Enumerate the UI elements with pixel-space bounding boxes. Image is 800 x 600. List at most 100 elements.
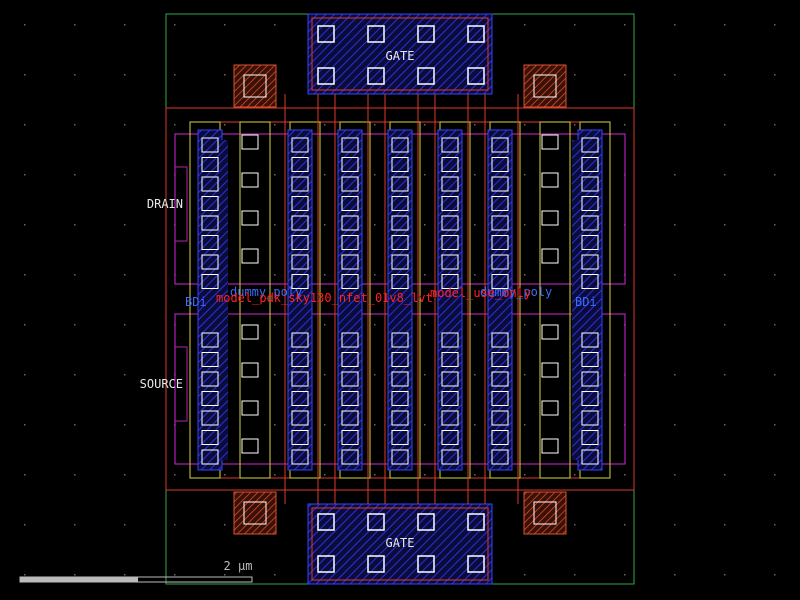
contact	[441, 332, 459, 348]
model-label: model_pdk_sky130_nfet_01v8_lvt	[216, 291, 433, 305]
contact	[291, 352, 309, 367]
contact	[291, 410, 309, 426]
contact	[291, 274, 309, 289]
contact	[581, 332, 599, 348]
contact	[441, 274, 459, 289]
contact	[201, 254, 219, 270]
contact	[201, 137, 219, 153]
contact	[491, 137, 509, 153]
contact	[391, 235, 409, 250]
contact	[201, 215, 219, 231]
contact	[541, 362, 559, 378]
contact	[441, 391, 459, 406]
contact	[541, 134, 559, 150]
contact	[491, 254, 509, 270]
contact	[581, 176, 599, 192]
gate-contact	[317, 555, 335, 573]
contact	[341, 176, 359, 192]
contact	[491, 196, 509, 211]
poly-finger-2	[239, 121, 271, 479]
contact	[291, 332, 309, 348]
gate-contact	[317, 513, 335, 531]
contact	[491, 332, 509, 348]
drain-label: DRAIN	[147, 197, 183, 211]
contact	[341, 430, 359, 445]
tap-pad-bottom-right	[523, 491, 567, 535]
source-pin-box	[174, 346, 188, 422]
contact	[201, 235, 219, 250]
contact	[341, 235, 359, 250]
gate-contact	[467, 25, 485, 43]
contact	[391, 410, 409, 426]
contact	[541, 324, 559, 340]
contact	[541, 210, 559, 226]
gate-pad-top	[307, 13, 493, 95]
tap-pad-top-right	[523, 64, 567, 108]
contact	[201, 176, 219, 192]
contact	[441, 352, 459, 367]
dummy-poly-label-right: dummy_poly	[480, 285, 552, 299]
contact	[441, 254, 459, 270]
contact	[241, 248, 259, 264]
contact	[201, 352, 219, 367]
tap-pad-top-left	[233, 64, 277, 108]
drain-pin-box	[174, 166, 188, 242]
gate-label-bottom: GATE	[386, 536, 415, 550]
gate-contact	[367, 513, 385, 531]
contact	[581, 391, 599, 406]
contact	[391, 332, 409, 348]
gate-pad-bottom	[307, 503, 493, 585]
contact	[581, 196, 599, 211]
contact	[341, 391, 359, 406]
contact	[581, 215, 599, 231]
contact	[491, 352, 509, 367]
contact	[581, 371, 599, 387]
contact	[441, 410, 459, 426]
contact	[491, 176, 509, 192]
contact	[391, 371, 409, 387]
contact	[491, 449, 509, 465]
contact	[341, 352, 359, 367]
gate-contact	[367, 25, 385, 43]
gate-contact	[417, 513, 435, 531]
contact	[201, 332, 219, 348]
contact	[341, 371, 359, 387]
contact	[391, 137, 409, 153]
finger-label-right: BDi	[575, 295, 597, 309]
contact	[241, 210, 259, 226]
contact	[241, 134, 259, 150]
contact	[201, 196, 219, 211]
contact	[491, 157, 509, 172]
model-use-label: model_use_only	[430, 286, 531, 300]
contact	[391, 196, 409, 211]
gate-contact	[317, 67, 335, 85]
contact	[491, 430, 509, 445]
contact	[241, 362, 259, 378]
gate-contacts	[317, 25, 485, 573]
contact	[341, 254, 359, 270]
contact	[391, 352, 409, 367]
contact	[201, 430, 219, 445]
gate-label-top: GATE	[386, 49, 415, 63]
contact	[291, 254, 309, 270]
contact	[541, 400, 559, 416]
contact	[201, 157, 219, 172]
contact	[201, 274, 219, 289]
contact	[581, 137, 599, 153]
contact	[581, 352, 599, 367]
source-label: SOURCE	[140, 377, 183, 391]
contact	[341, 274, 359, 289]
contact	[291, 391, 309, 406]
contact	[441, 137, 459, 153]
contact	[291, 430, 309, 445]
contact	[581, 254, 599, 270]
contact	[391, 215, 409, 231]
contact	[491, 274, 509, 289]
contact	[341, 449, 359, 465]
contact	[201, 391, 219, 406]
finger-label-left: BDi	[185, 295, 207, 309]
contact	[291, 235, 309, 250]
contact	[291, 371, 309, 387]
contact	[441, 176, 459, 192]
